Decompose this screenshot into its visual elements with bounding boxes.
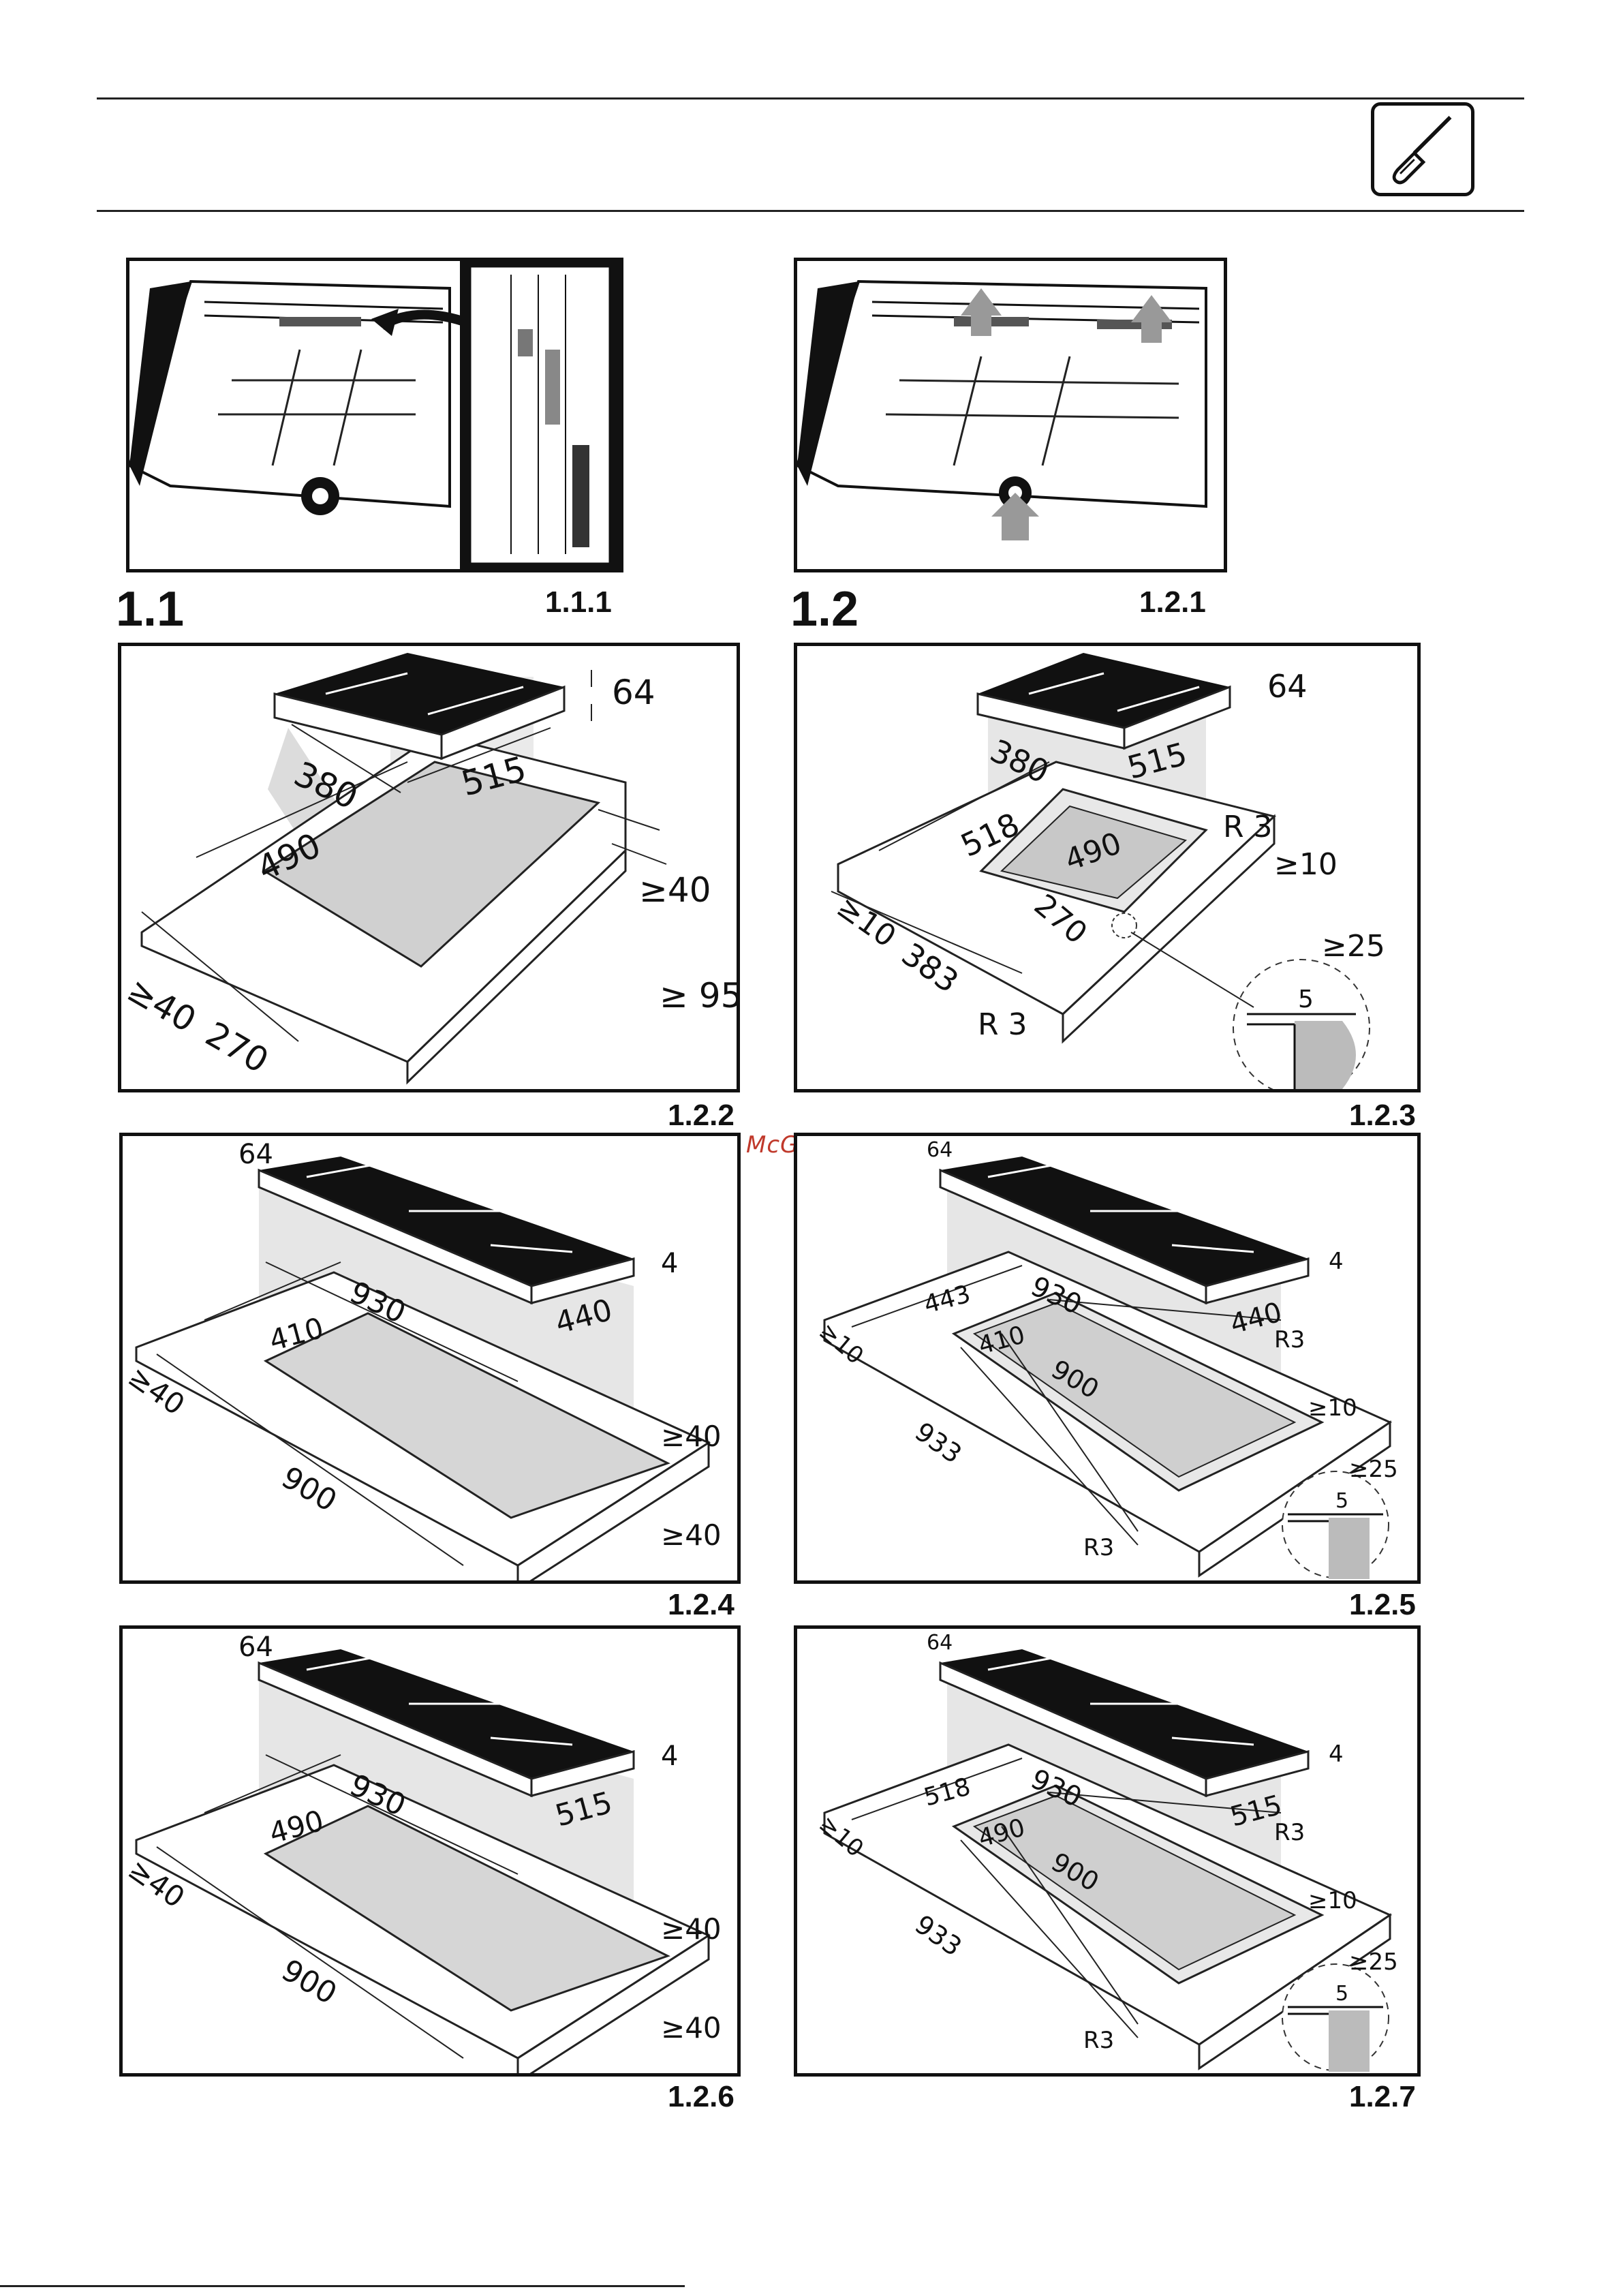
dimension-label-fig122-gap_front: ≥ 95 <box>660 976 737 1015</box>
dimension-label-fig124-g40a: ≥40 <box>661 1420 722 1453</box>
dimension-label-fig127-g10a: ≥10 <box>1308 1887 1357 1914</box>
dimension-label-fig126-cut_w: 900 <box>276 1953 343 2011</box>
figure-1-1-panel <box>126 258 623 572</box>
dimension-label-fig127-h: 64 <box>927 1631 953 1655</box>
figure-label-1-2-7: 1.2.7 <box>1349 2080 1416 2113</box>
dimension-label-fig126-h: 64 <box>238 1632 273 1663</box>
dimension-label-fig125-h: 64 <box>927 1138 953 1162</box>
dimension-label-fig125-h2: 4 <box>1329 1248 1344 1275</box>
dim-height: 64 <box>612 673 655 712</box>
dimension-label-fig124-g40c: ≥40 <box>661 1518 722 1552</box>
figure-label-1-2-3: 1.2.3 <box>1349 1099 1416 1132</box>
dimension-label-fig123-h: 64 <box>1267 668 1308 705</box>
dimension-label-fig125-depth: 5 <box>1335 1489 1348 1513</box>
figure-label-1-2-4: 1.2.4 <box>668 1588 735 1621</box>
figure-1-2-3-panel: 64 380 515 518 490 270 383 R 3 R 3 ≥10 ≥… <box>794 643 1421 1092</box>
section-label-1-2: 1.2 <box>790 582 859 637</box>
dimension-label-fig127-depth: 5 <box>1335 1982 1348 2006</box>
dimension-label-fig123-g10a: ≥10 <box>1274 847 1338 882</box>
dimension-label-fig127-r_top: R3 <box>1274 1819 1305 1846</box>
dimension-label-fig127-outer_w: 933 <box>910 1909 968 1962</box>
dimension-label-fig127-r_bottom: R3 <box>1083 2027 1114 2054</box>
figure-label-1-2-2: 1.2.2 <box>668 1099 735 1132</box>
dimension-label-fig124-cut_w: 900 <box>276 1460 343 1518</box>
figure-1-2-2-panel: 64 380 515 490 270 ≥40 ≥40 ≥ 95 <box>118 643 740 1092</box>
dimension-label-fig122-gap_side: ≥40 <box>121 970 202 1040</box>
figure-1-2-6-panel: 64 4 930 515 490 900 ≥40 ≥40 ≥40 <box>119 1625 741 2077</box>
footer-rule <box>0 2285 685 2287</box>
dimension-label-fig124-h: 64 <box>238 1139 273 1170</box>
dimension-label-fig122-cut_d: 270 <box>199 1014 275 1081</box>
figure-1-2-7-panel: 64 4 930 515 518 490 900 933 R3 R3 ≥10 ≥… <box>794 1625 1421 2077</box>
dimension-label-fig126-h2: 4 <box>661 1741 678 1772</box>
dimension-label-fig125-outer_w: 933 <box>910 1416 968 1469</box>
figure-label-1-2-6: 1.2.6 <box>668 2080 735 2113</box>
figure-1-2-5-panel: 64 4 930 440 443 410 900 933 R3 R3 ≥10 ≥… <box>794 1133 1421 1584</box>
figure-1-2-4-panel: 64 4 930 440 410 900 ≥40 ≥40 ≥40 <box>119 1133 741 1584</box>
dimension-label-fig125-g25: ≥25 <box>1349 1456 1398 1483</box>
dimension-label-fig123-g25: ≥25 <box>1322 929 1385 964</box>
dimension-label-fig126-g40a: ≥40 <box>661 1912 722 1946</box>
header-top-rule <box>97 97 1524 100</box>
figure-label-1-2-1: 1.2.1 <box>1139 585 1206 619</box>
dimension-label-fig123-depth: 5 <box>1298 985 1314 1013</box>
dimension-label-fig127-g25: ≥25 <box>1349 1948 1398 1976</box>
figure-label-1-2-5: 1.2.5 <box>1349 1588 1416 1621</box>
dimension-label-fig123-r_top: R 3 <box>1223 810 1273 844</box>
dimension-label-fig122-gap_back: ≥40 <box>639 870 711 910</box>
header-bottom-rule <box>97 210 1524 212</box>
screwdriver-icon <box>1371 102 1474 196</box>
section-label-1-1: 1.1 <box>116 582 185 637</box>
dimension-label-fig125-g10a: ≥10 <box>1308 1394 1357 1422</box>
dimension-label-fig123-r_bottom: R 3 <box>978 1007 1027 1042</box>
dimension-label-fig126-g40c: ≥40 <box>661 2011 722 2045</box>
dimension-label-fig127-h2: 4 <box>1329 1741 1344 1768</box>
dimension-label-fig125-r_top: R3 <box>1274 1326 1305 1353</box>
dimension-label-fig125-r_bottom: R3 <box>1083 1534 1114 1561</box>
dimension-label-fig124-h2: 4 <box>661 1248 678 1279</box>
figure-1-2-panel <box>794 258 1227 572</box>
figure-label-1-1-1: 1.1.1 <box>545 585 612 619</box>
